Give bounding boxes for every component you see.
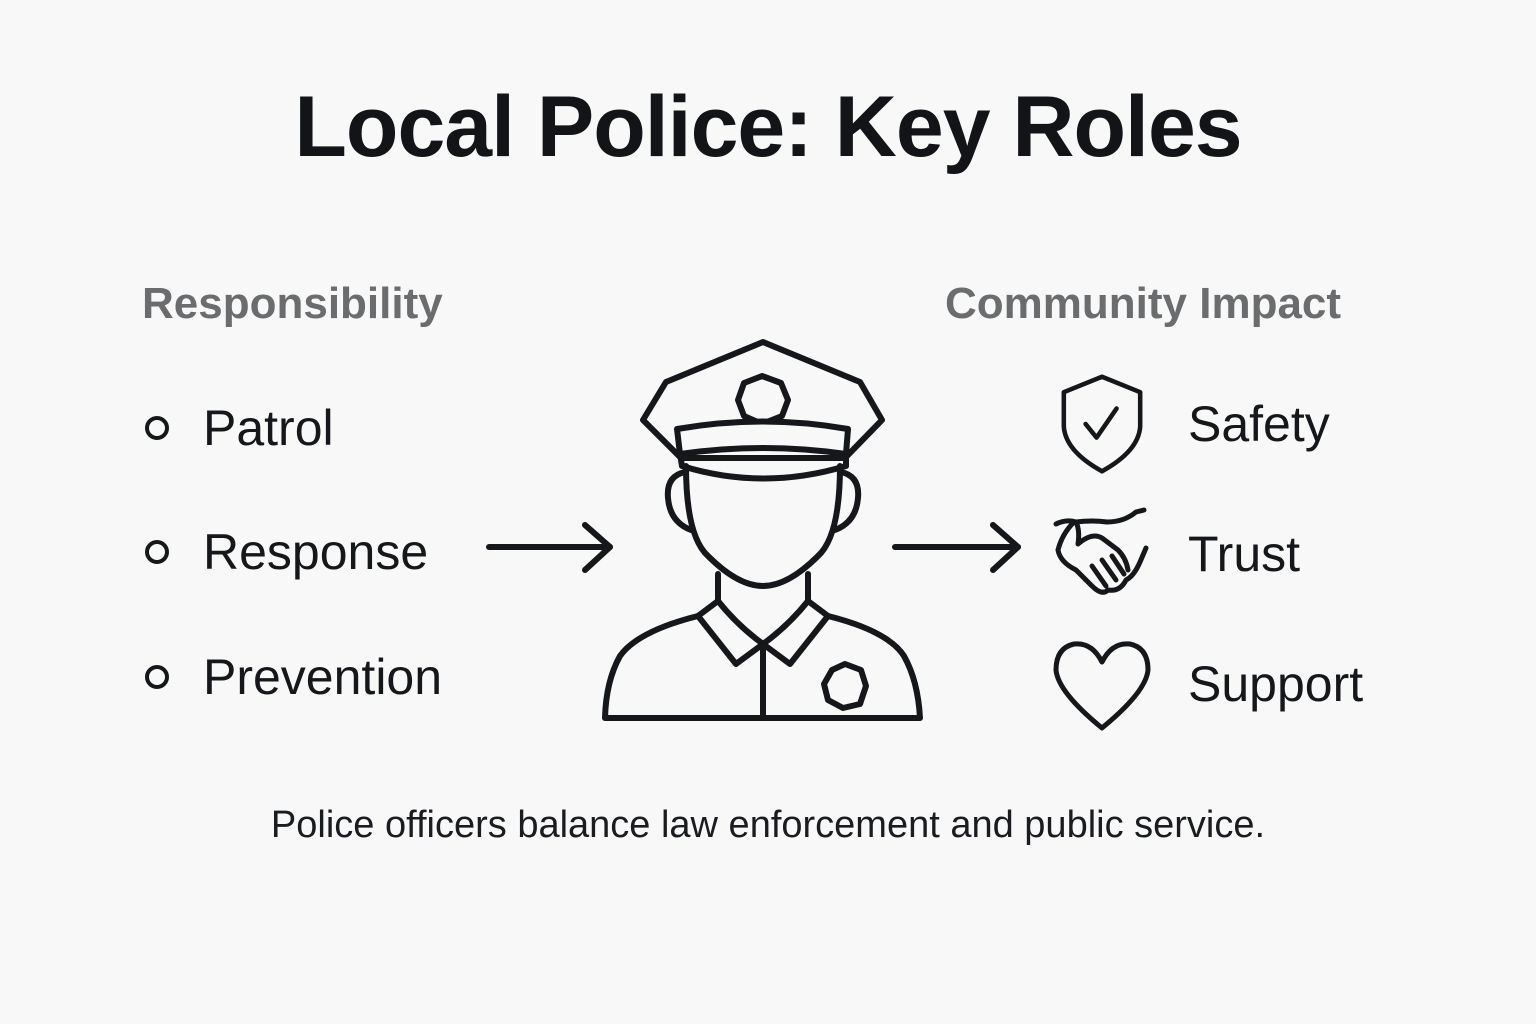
shield-check-icon [1061,374,1143,474]
arrow-right-icon [486,522,613,573]
impact-item-label: Safety [1188,396,1330,452]
page-title: Local Police: Key Roles [294,79,1242,175]
responsibility-item-label: Patrol [203,400,334,456]
responsibility-item-label: Response [203,524,429,580]
police-officer-icon [602,339,923,721]
circle-bullet-icon [145,665,169,689]
responsibility-item-patrol: Patrol [145,398,334,458]
responsibility-item-prevention: Prevention [145,647,442,707]
handshake-icon [1053,507,1149,595]
heart-icon [1053,641,1151,731]
community-impact-header: Community Impact [945,279,1342,328]
impact-item-safety: Safety [1052,374,1330,474]
impact-item-label: Support [1188,656,1364,712]
responsibility-item-label: Prevention [203,649,443,705]
arrow-right-icon [892,522,1021,573]
responsibility-header: Responsibility [142,279,443,328]
responsibility-item-response: Response [145,522,428,582]
footer-caption: Police officers balance law enforcement … [270,804,1266,846]
circle-bullet-icon [145,416,169,440]
impact-item-label: Trust [1188,526,1301,582]
circle-bullet-icon [145,540,169,564]
impact-item-trust: Trust [1052,504,1300,604]
impact-item-support: Support [1052,634,1363,734]
